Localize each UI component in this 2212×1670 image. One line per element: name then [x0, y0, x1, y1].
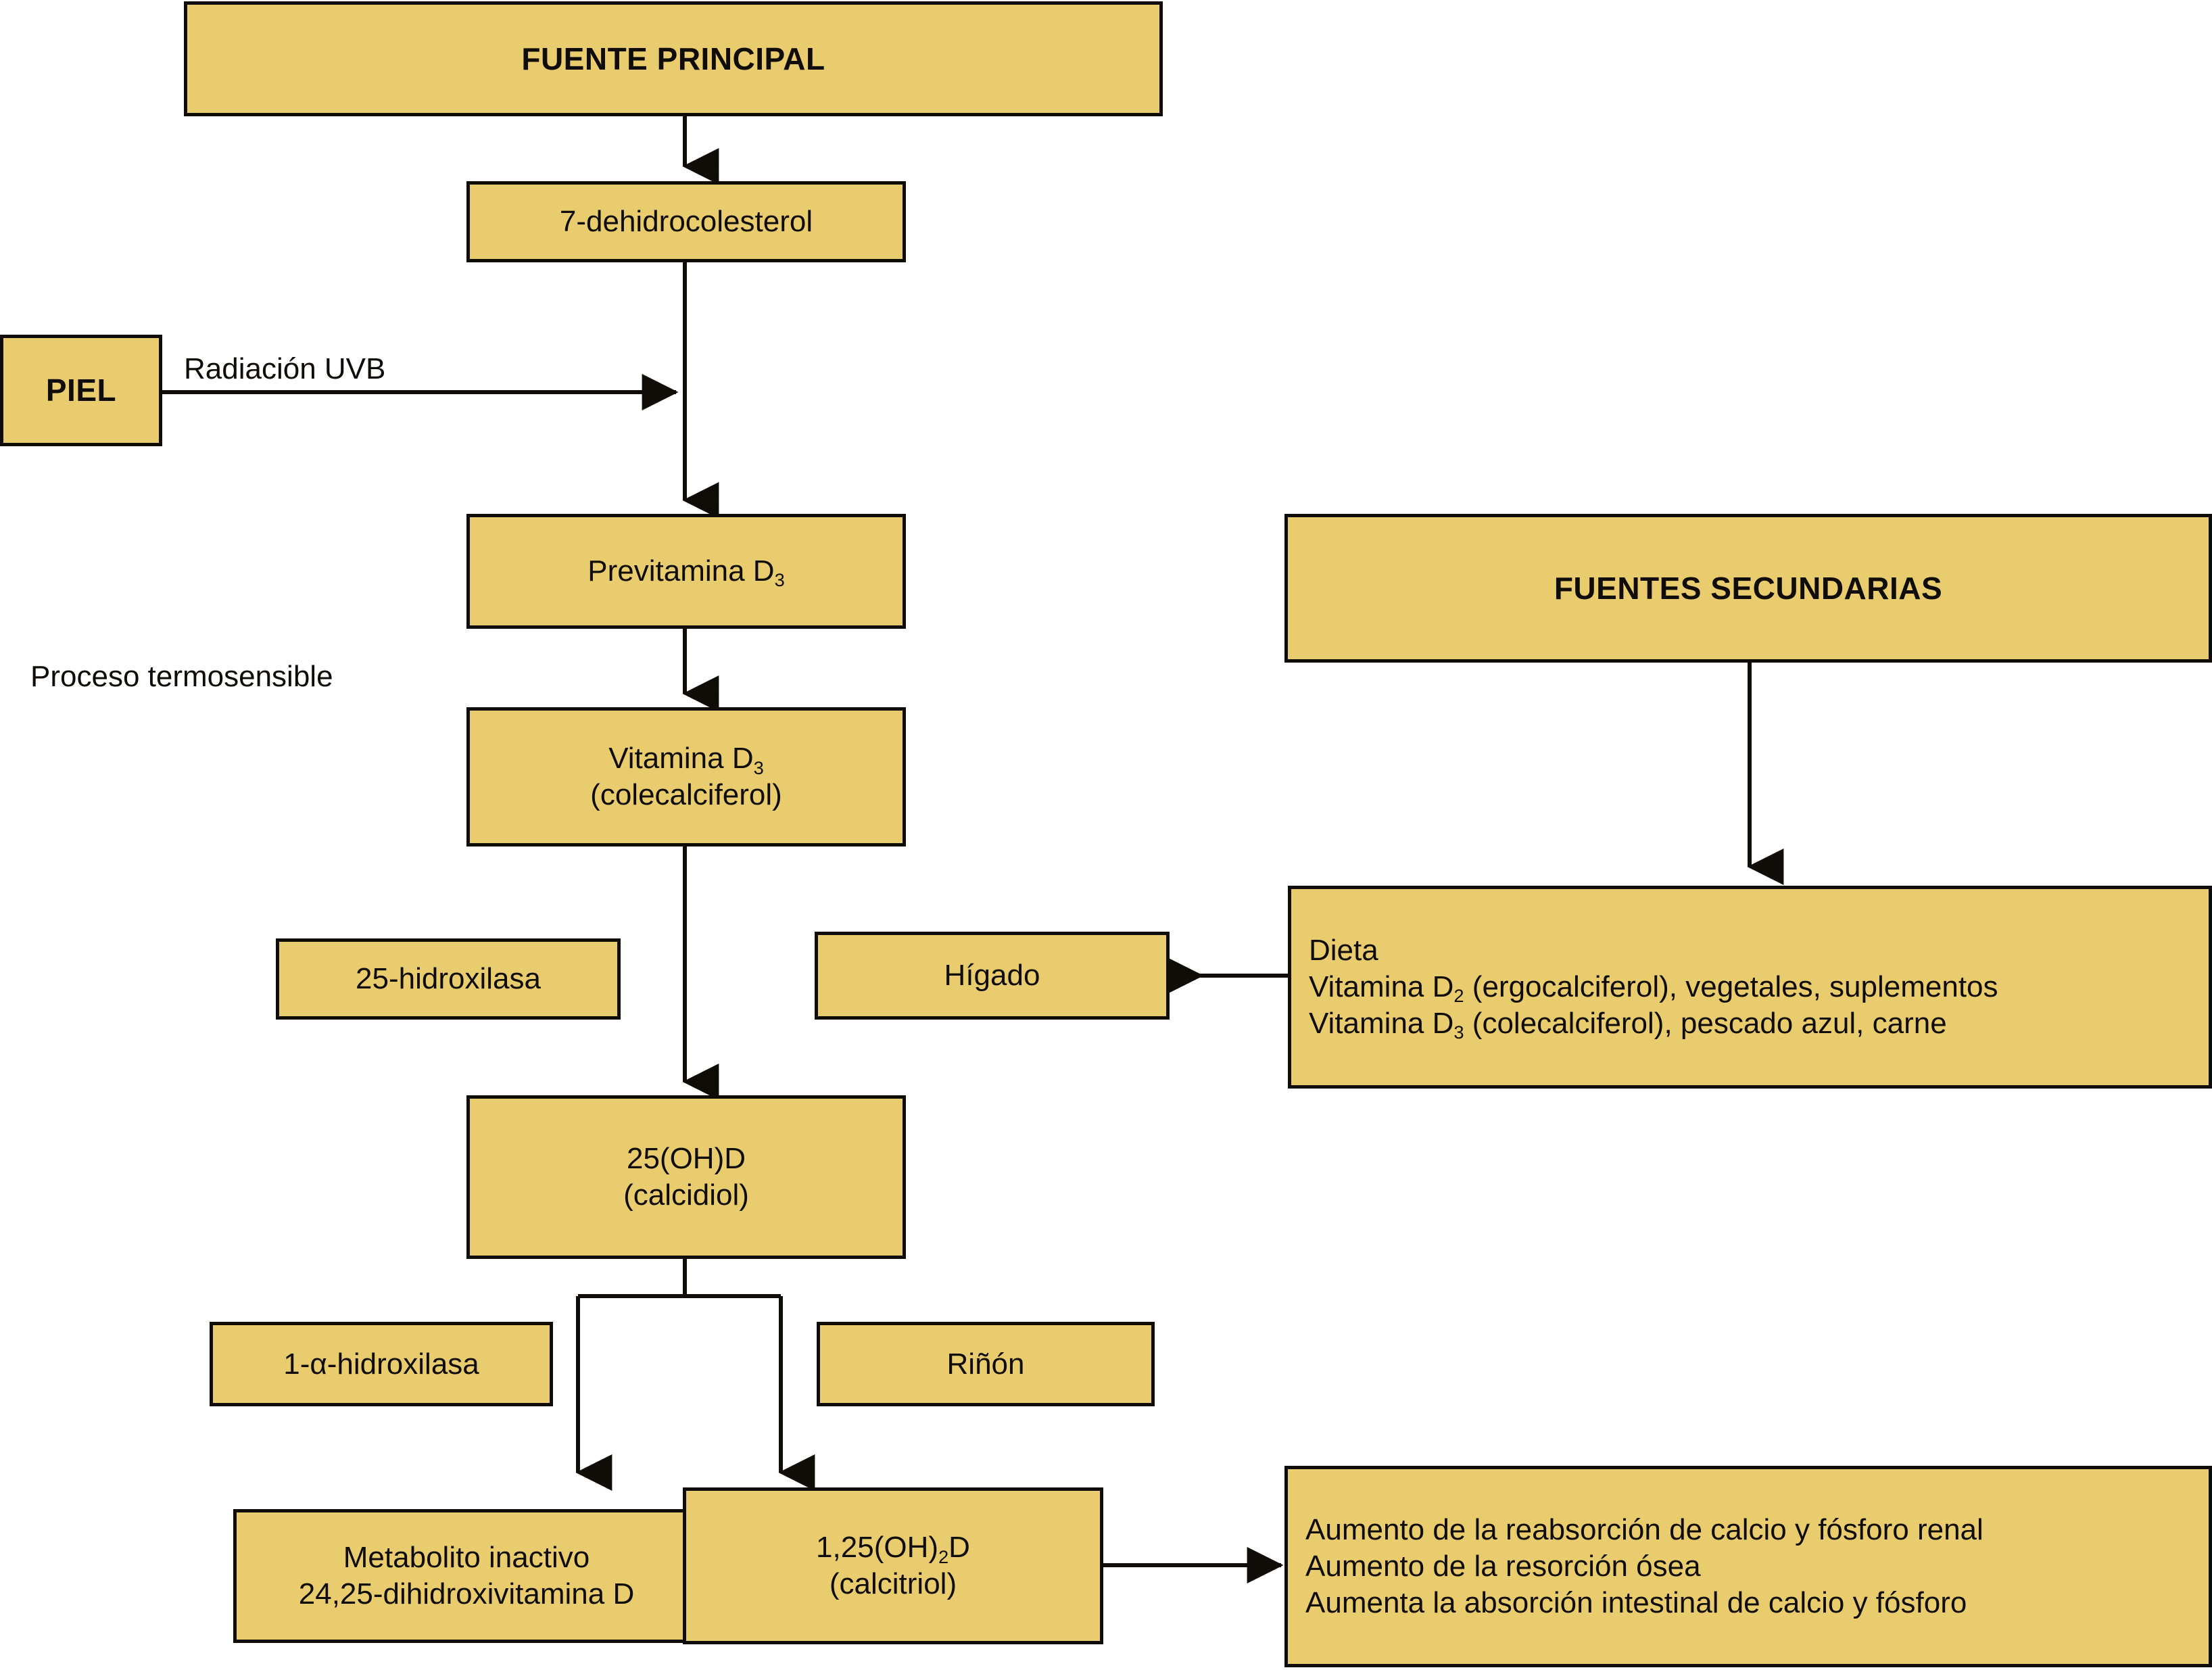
node-vitamin-d3-alias: (colecalciferol) — [590, 778, 782, 811]
node-calcitriol-alias: (calcitriol) — [829, 1567, 957, 1600]
node-1-alpha-hydroxylase-suffix: -hidroxilasa — [327, 1347, 479, 1381]
node-diet-line3-prefix: Vitamina D — [1309, 1006, 1454, 1040]
edge-label-thermosensitive-process: Proceso termosensible — [30, 659, 333, 695]
node-liver[interactable]: Hígado — [815, 932, 1170, 1020]
edge-label-uvb-radiation: Radiación UVB — [184, 352, 385, 387]
node-kidney[interactable]: Riñón — [817, 1322, 1155, 1406]
node-diet-line3-suffix: (colecalciferol), pescado azul, carne — [1464, 1006, 1947, 1040]
node-calcitriol-hydroxyl: (OH) — [873, 1531, 938, 1565]
node-diet-line2-suffix: (ergocalciferol), vegetales, suplementos — [1464, 970, 1998, 1004]
node-skin-label: PIEL — [45, 373, 117, 408]
node-1-alpha-hydroxylase-prefix: 1- — [283, 1347, 310, 1381]
node-main-source-label: FUENTE PRINCIPAL — [521, 41, 825, 76]
node-secondary-sources-label: FUENTES SECUNDARIAS — [1554, 570, 1943, 606]
node-effects[interactable]: Aumento de la reabsorción de calcio y fó… — [1284, 1466, 2212, 1667]
node-calcitriol-subscript: 2 — [938, 1546, 949, 1567]
node-25-hydroxylase[interactable]: 25-hidroxilasa — [276, 938, 621, 1020]
node-inactive-metabolite-line1: Metabolito inactivo — [343, 1541, 590, 1575]
edge-label-uvb-radiation-text: Radiación UVB — [184, 352, 386, 385]
node-kidney-label: Riñón — [946, 1347, 1025, 1381]
node-dehydrocholesterol-label: 7-dehidrocolesterol — [559, 205, 813, 239]
node-previtamin-d3-subscript: 3 — [774, 569, 785, 591]
node-25-hydroxylase-label: 25-hidroxilasa — [356, 962, 541, 996]
node-secondary-sources[interactable]: FUENTES SECUNDARIAS — [1284, 514, 2212, 663]
node-vitamin-d3[interactable]: Vitamina D3 (colecalciferol) — [466, 707, 906, 846]
node-calcitriol[interactable]: 1,25(OH)2D (calcitriol) — [683, 1487, 1103, 1644]
alpha-symbol: α — [310, 1347, 327, 1381]
node-diet-line2-prefix: Vitamina D — [1309, 970, 1454, 1004]
node-previtamin-d3-label: Previtamina D — [587, 554, 775, 588]
node-diet-line3-subscript: 3 — [1453, 1022, 1464, 1043]
node-effects-line1: Aumento de la reabsorción de calcio y fó… — [1305, 1513, 1983, 1547]
node-calcitriol-suffix: D — [948, 1531, 970, 1565]
node-inactive-metabolite[interactable]: Metabolito inactivo 24,25-dihidroxivitam… — [233, 1509, 700, 1643]
node-effects-line2: Aumento de la resorción ósea — [1305, 1550, 1701, 1583]
node-vitamin-d3-label: Vitamina D — [608, 742, 754, 776]
node-calcidiol-hydroxyl: (OH) — [659, 1142, 725, 1176]
node-diet[interactable]: Dieta Vitamina D2 (ergocalciferol), vege… — [1288, 886, 2212, 1089]
node-main-source[interactable]: FUENTE PRINCIPAL — [184, 1, 1163, 116]
node-calcidiol-alias: (calcidiol) — [623, 1178, 749, 1212]
node-vitamin-d3-subscript: 3 — [753, 757, 764, 778]
node-calcidiol[interactable]: 25(OH)D (calcidiol) — [466, 1095, 906, 1259]
node-diet-line1: Dieta — [1309, 934, 1378, 968]
node-skin[interactable]: PIEL — [0, 335, 162, 446]
node-1-alpha-hydroxylase[interactable]: 1-α-hidroxilasa — [210, 1322, 553, 1406]
node-previtamin-d3[interactable]: Previtamina D3 — [466, 514, 906, 629]
node-dehydrocholesterol[interactable]: 7-dehidrocolesterol — [466, 181, 906, 262]
node-inactive-metabolite-line2: 24,25-dihidroxivitamina D — [298, 1577, 635, 1611]
node-effects-line3: Aumenta la absorción intestinal de calci… — [1305, 1585, 1967, 1619]
node-diet-line2-subscript: 2 — [1453, 985, 1464, 1007]
node-calcidiol-suffix: D — [724, 1142, 746, 1176]
node-calcitriol-prefix: 1,25 — [816, 1531, 874, 1565]
edge-label-thermosensitive-process-text: Proceso termosensible — [30, 660, 333, 693]
node-calcidiol-prefix: 25 — [626, 1142, 660, 1176]
node-liver-label: Hígado — [944, 959, 1040, 993]
